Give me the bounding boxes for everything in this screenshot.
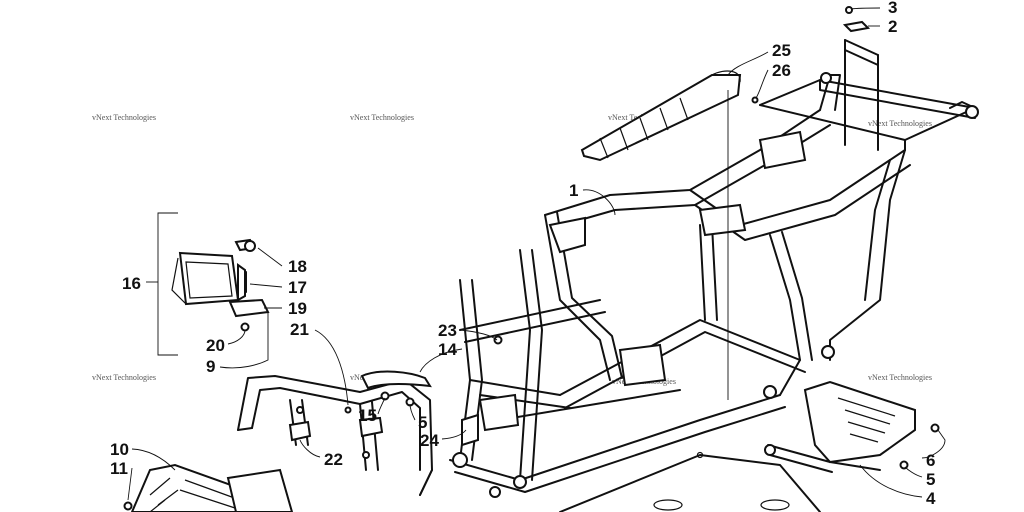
- callouts: 1 2 3 4 5 6 5 9 10 11 14 15 16 17 18 19 …: [110, 0, 936, 508]
- headlight-assembly: [171, 238, 270, 332]
- callout-15: 15: [358, 406, 377, 425]
- callout-25: 25: [772, 41, 791, 60]
- footrest: [764, 380, 940, 473]
- watermark-1: vNext Technologies: [92, 113, 156, 122]
- front-bumper: [237, 375, 433, 496]
- watermark-2: vNext Technologies: [350, 113, 414, 122]
- callout-18: 18: [288, 257, 307, 276]
- main-frame: [449, 39, 979, 498]
- heat-shield: [580, 70, 742, 162]
- watermark-5: vNext Technologies: [92, 373, 156, 382]
- callout-5b: 5: [926, 470, 935, 489]
- front-grille: [123, 463, 294, 512]
- callout-1: 1: [569, 181, 578, 200]
- skid-plate: [559, 451, 821, 512]
- callout-19: 19: [288, 299, 307, 318]
- callout-2: 2: [888, 17, 897, 36]
- rear-bolt-bracket: [751, 6, 871, 104]
- callout-14: 14: [438, 340, 457, 359]
- callout-11: 11: [110, 459, 128, 478]
- callout-22: 22: [324, 450, 343, 469]
- callout-4: 4: [926, 489, 936, 508]
- callout-5a: 5: [418, 413, 427, 432]
- callout-17: 17: [288, 278, 307, 297]
- center-hardware: [344, 335, 503, 447]
- callout-26: 26: [772, 61, 791, 80]
- callout-3: 3: [888, 0, 897, 17]
- callout-16: 16: [122, 274, 141, 293]
- watermark-4: vNext Technologies: [868, 119, 932, 128]
- leader-lines: [127, 7, 946, 501]
- callout-24: 24: [420, 431, 439, 450]
- callout-20: 20: [206, 336, 225, 355]
- callout-9: 9: [206, 357, 215, 376]
- watermark-8: vNext Technologies: [868, 373, 932, 382]
- callout-10: 10: [110, 440, 129, 459]
- headlight-group-bracket: [146, 212, 178, 356]
- callout-21: 21: [290, 320, 309, 339]
- callout-23: 23: [438, 321, 457, 340]
- callout-6: 6: [926, 451, 935, 470]
